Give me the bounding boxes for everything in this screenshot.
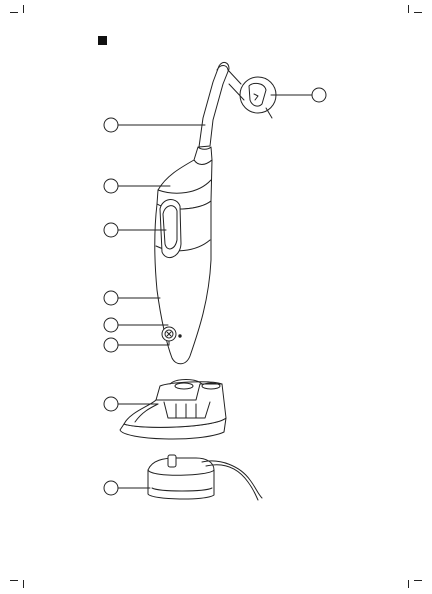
callout-circle-6 (104, 318, 118, 332)
callout-circle-1 (312, 88, 326, 102)
callout-circle-4 (104, 223, 118, 237)
appliance (155, 62, 229, 363)
callout-circle-5 (104, 291, 118, 305)
nozzle (199, 62, 229, 147)
callout-circle-7 (104, 338, 118, 352)
charger (148, 455, 262, 500)
charging-light (179, 335, 181, 337)
callout-circle-8 (104, 397, 118, 411)
callout-circle-3 (104, 179, 118, 193)
nozzle-holder (120, 380, 226, 439)
callout-circle-9 (104, 481, 118, 495)
nozzle-detail (228, 70, 276, 118)
callout-circle-2 (104, 118, 118, 132)
